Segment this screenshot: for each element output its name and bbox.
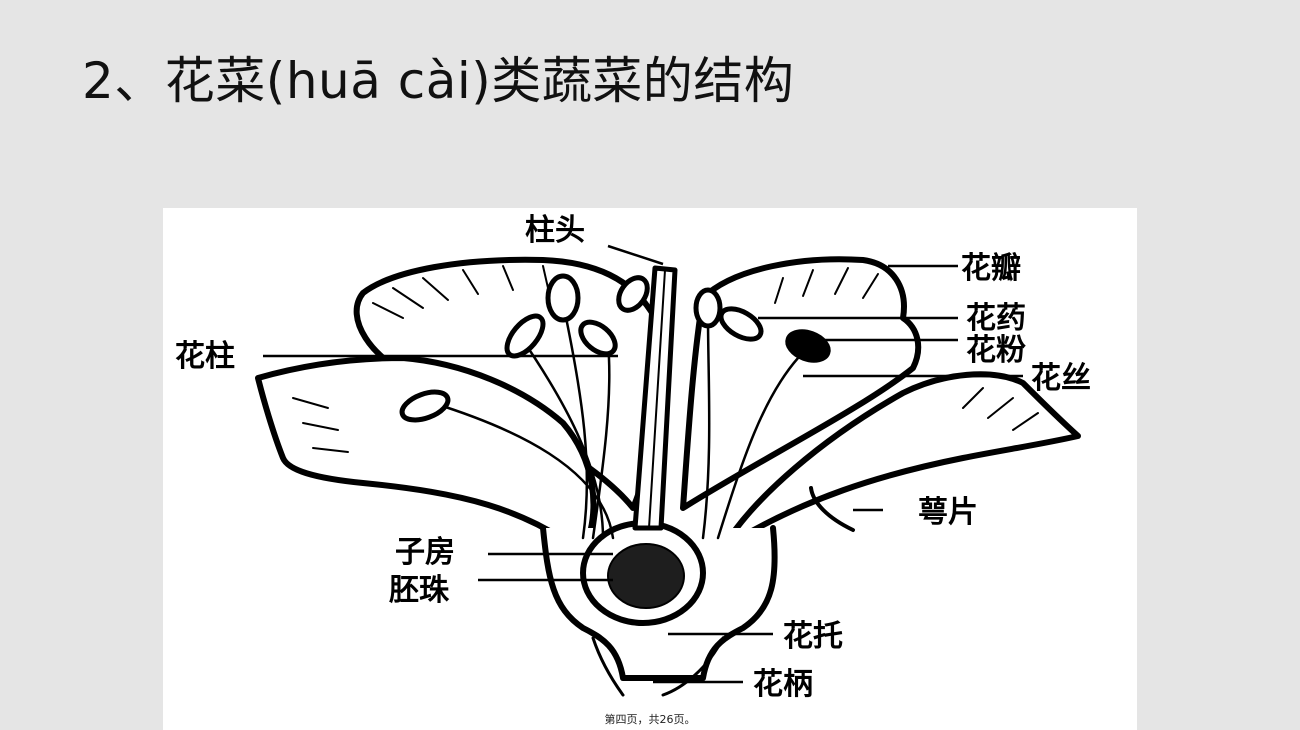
sepal-shape [809, 486, 855, 532]
ovule-shape [607, 543, 685, 609]
diagram-labels: 柱头 花瓣 花药 花粉 花丝 花柱 萼片 子房 胚珠 花托 花柄 [175, 213, 1091, 702]
flower-diagram-panel: 柱头 花瓣 花药 花粉 花丝 花柱 萼片 子房 胚珠 花托 花柄 [163, 208, 1137, 730]
page-number: 第四页，共26页。 [604, 713, 696, 726]
label-stigma: 柱头 [525, 213, 585, 248]
leader-lines [263, 244, 1023, 684]
label-ovary: 子房 [395, 535, 455, 570]
slide-title: 2、花菜(huā cài)类蔬菜的结构 [82, 52, 795, 110]
pollen-shape [785, 329, 831, 363]
anthers [399, 273, 764, 423]
label-pollen: 花粉 [966, 333, 1026, 368]
label-anther: 花药 [966, 301, 1026, 336]
label-ovule: 胚珠 [389, 573, 450, 608]
label-pedicel: 花柄 [753, 667, 813, 702]
filaments [431, 301, 800, 540]
label-receptacle: 花托 [783, 619, 843, 654]
flower-structure-diagram: 柱头 花瓣 花药 花粉 花丝 花柱 萼片 子房 胚珠 花托 花柄 [175, 213, 1091, 702]
flower-illustration [255, 256, 1081, 697]
label-filament: 花丝 [1031, 361, 1091, 396]
pedicel-shape [591, 636, 725, 697]
label-petal: 花瓣 [961, 251, 1021, 286]
label-sepal: 萼片 [918, 495, 978, 530]
style-shape [632, 265, 678, 531]
label-style: 花柱 [175, 339, 235, 374]
left-lower-petal [255, 355, 597, 556]
petal-veins [292, 265, 1039, 453]
